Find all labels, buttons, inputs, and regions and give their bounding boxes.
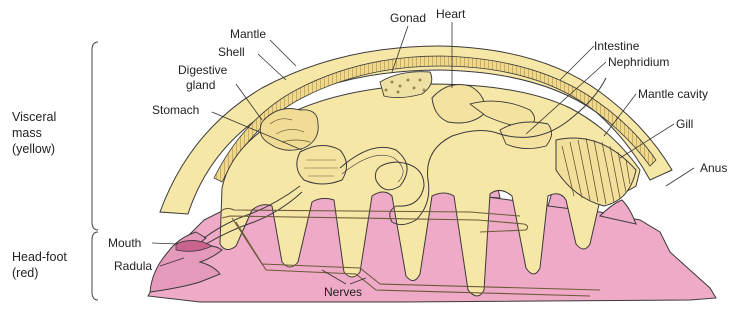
label-digestive-line2: gland xyxy=(186,78,215,92)
label-heart: Heart xyxy=(436,7,466,21)
label-mantle: Mantle xyxy=(230,27,266,41)
label-digestive-line1: Digestive xyxy=(178,63,228,77)
label-mantle-cavity: Mantle cavity xyxy=(638,87,708,101)
label-intestine: Intestine xyxy=(594,39,640,53)
label-visceral-line3: (yellow) xyxy=(12,142,55,156)
label-mouth: Mouth xyxy=(108,236,141,250)
label-nephridium: Nephridium xyxy=(608,55,669,69)
label-gill: Gill xyxy=(676,117,693,131)
label-anus: Anus xyxy=(700,161,727,175)
label-nerves: Nerves xyxy=(324,285,362,299)
label-visceral-line1: Visceral xyxy=(12,110,56,124)
label-gonad: Gonad xyxy=(390,11,426,25)
stomach xyxy=(297,145,347,184)
bracket-visceral-mass xyxy=(92,42,98,230)
label-stomach: Stomach xyxy=(152,103,199,117)
nephridium xyxy=(500,122,552,149)
label-shell: Shell xyxy=(218,45,245,59)
bracket-head-foot xyxy=(92,232,98,300)
label-headfoot-line2: (red) xyxy=(12,266,38,280)
label-radula: Radula xyxy=(114,259,152,273)
label-visceral-line2: mass xyxy=(12,126,42,140)
label-headfoot-line1: Head-foot xyxy=(12,250,67,264)
